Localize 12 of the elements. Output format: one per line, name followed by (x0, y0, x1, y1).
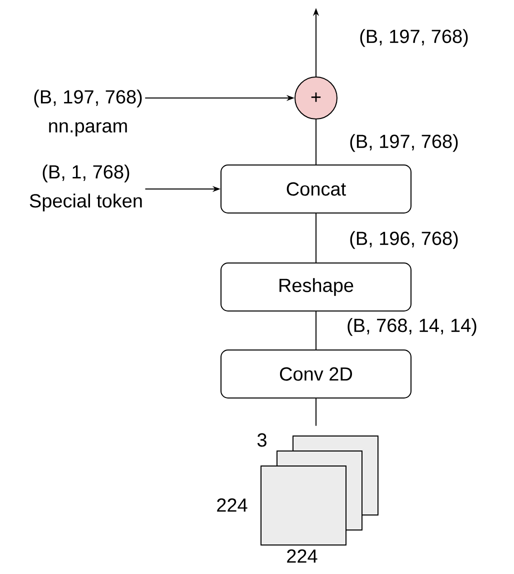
process-box: Conv 2D (220, 350, 412, 398)
process-box: Concat (220, 164, 412, 214)
edge-label: (B, 197, 768) (358, 28, 470, 48)
dimension-label: 3 (257, 433, 266, 447)
process-box: Reshape (220, 262, 412, 312)
dimension-label: 224 (287, 549, 318, 563)
dimension-label: 224 (217, 498, 248, 512)
input-label: (B, 1, 768) Special token (30, 164, 142, 212)
input-label: (B, 197, 768) nn.param (34, 90, 142, 136)
edge-label: (B, 768, 14, 14) (346, 317, 478, 337)
edge-label: (B, 196, 768) (348, 230, 460, 250)
edge-label: (B, 197, 768) (348, 133, 460, 153)
